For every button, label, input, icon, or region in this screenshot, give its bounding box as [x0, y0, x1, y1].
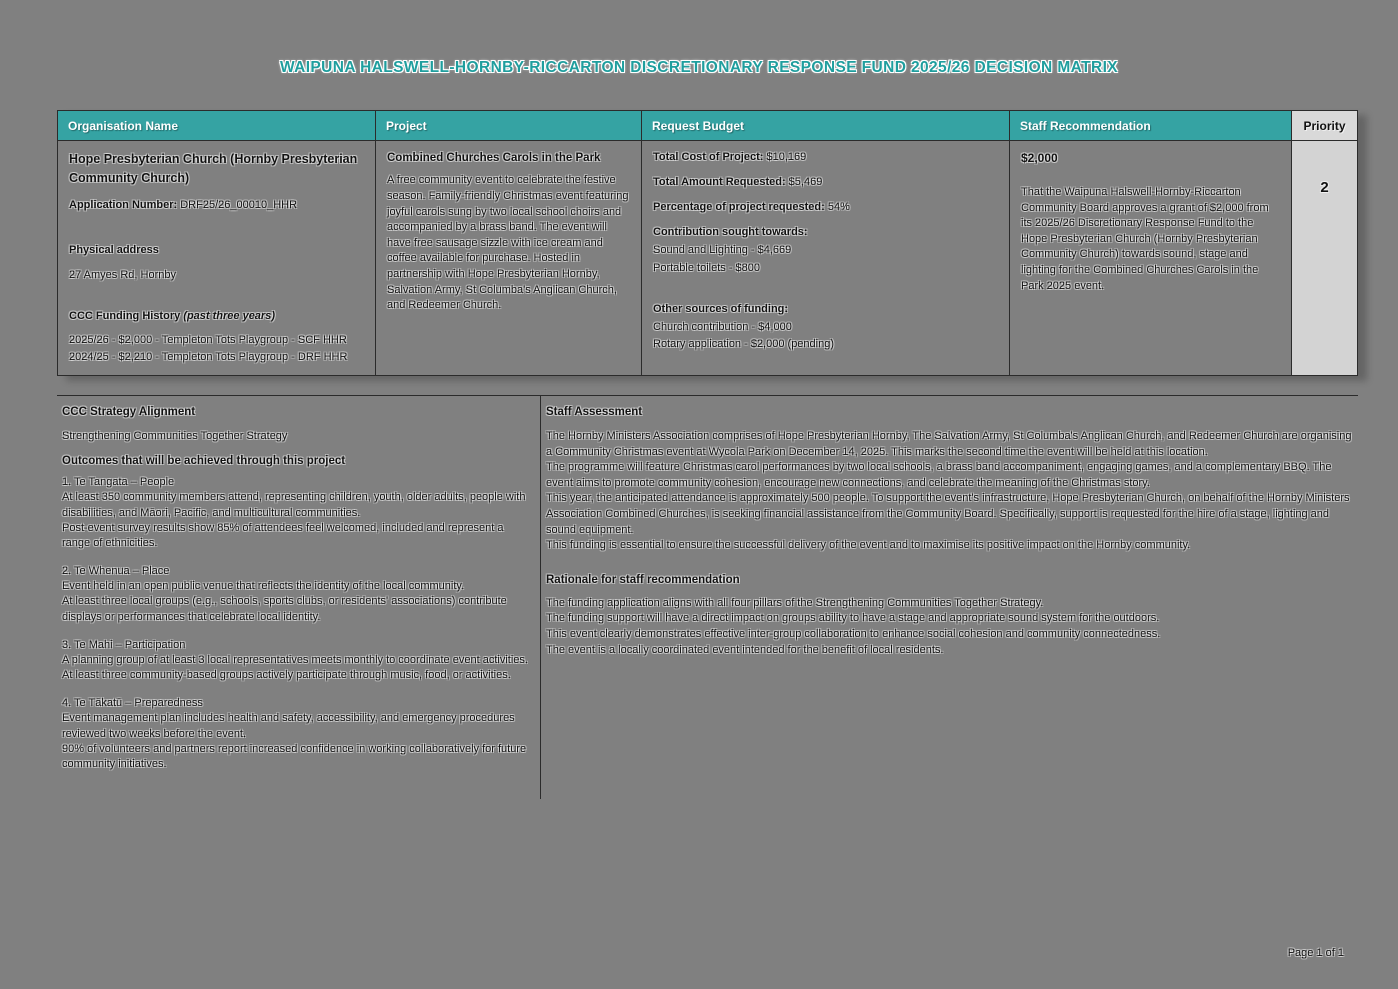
- page-number: Page 1 of 1: [1287, 947, 1344, 959]
- staff-assessment-heading: Staff Assessment: [546, 406, 643, 418]
- outcome-block: 3. Te Mahi – Participation A planning gr…: [62, 638, 528, 684]
- other-source-item: Rotary application - $2,000 (pending): [653, 338, 835, 351]
- application-number-value: DRF25/26_00010_HHR: [180, 198, 298, 211]
- project-cell: Combined Churches Carols in the Park A f…: [376, 141, 642, 376]
- request-budget-cell: Total Cost of Project: $10,169 Total Amo…: [642, 141, 1010, 376]
- recommendation-amount: $2,000: [1021, 151, 1058, 165]
- col-header-project: Project: [376, 111, 642, 141]
- outcome-line: Post-event survey results show 85% of at…: [62, 521, 504, 549]
- assessment-paragraph: The programme will feature Christmas car…: [546, 461, 1332, 489]
- outcome-line: A planning group of at least 3 local rep…: [62, 653, 528, 666]
- decision-matrix-table: Organisation Name Project Request Budget…: [57, 110, 1358, 377]
- col-header-request-budget: Request Budget: [642, 111, 1010, 141]
- recommendation-text: That the Waipuna Halswell-Hornby-Riccart…: [1021, 186, 1269, 292]
- col-header-organisation-name: Organisation Name: [58, 111, 376, 141]
- total-requested-label: Total Amount Requested:: [653, 176, 786, 189]
- total-requested-value: $5,469: [788, 176, 823, 189]
- outcomes-heading: Outcomes that will be achieved through t…: [62, 455, 346, 468]
- organisation-name: Hope Presbyterian Church (Hornby Presbyt…: [69, 152, 358, 185]
- col-header-priority: Priority: [1292, 111, 1357, 141]
- outcome-line: At least three local groups (e.g., schoo…: [62, 595, 507, 623]
- assessment-paragraph: The Hornby Ministers Association compris…: [546, 430, 1352, 458]
- document-title: WAIPUNA HALSWELL-HORNBY-RICCARTON DISCRE…: [279, 59, 1119, 76]
- priority-value: 2: [1320, 179, 1329, 196]
- percentage-value: 54%: [827, 201, 850, 214]
- other-source-item: Church contribution - $4,000: [653, 320, 792, 333]
- outcome-title: 4. Te Tākatū – Preparedness: [62, 697, 203, 710]
- funding-history-entry: 2024/25 - $2,210 - Templeton Tots Playgr…: [69, 350, 348, 363]
- total-cost-line: Total Cost of Project: $10,169: [653, 150, 998, 166]
- staff-recommendation-cell: $2,000 That the Waipuna Halswell-Hornby-…: [1010, 141, 1292, 376]
- outcome-line: At least three community-based groups ac…: [62, 669, 511, 682]
- staff-assessment-panel: Staff Assessment The Hornby Ministers As…: [541, 396, 1358, 799]
- physical-address-label: Physical address: [69, 244, 159, 257]
- assessment-paragraph: This funding is essential to ensure the …: [546, 539, 1191, 552]
- funding-history-entry: 2025/26 - $2,000 - Templeton Tots Playgr…: [69, 333, 347, 346]
- physical-address-value: 27 Amyes Rd, Hornby: [69, 268, 176, 281]
- outcome-line: Event held in an open public venue that …: [62, 580, 465, 593]
- rationale-line: The funding application aligns with all …: [546, 596, 1044, 609]
- contribution-item: Sound and Lighting - $4,669: [653, 243, 792, 256]
- col-header-staff-recommendation: Staff Recommendation: [1010, 111, 1292, 141]
- other-sources-label: Other sources of funding:: [653, 303, 789, 316]
- percentage-label: Percentage of project requested:: [653, 201, 825, 214]
- table-header-row: Organisation Name Project Request Budget…: [58, 111, 1357, 141]
- lower-section: CCC Strategy Alignment Strengthening Com…: [57, 395, 1358, 800]
- outcome-line: 90% of volunteers and partners report in…: [62, 742, 527, 770]
- assessment-paragraph: This year, the anticipated attendance is…: [546, 492, 1350, 536]
- table-row: Hope Presbyterian Church (Hornby Presbyt…: [58, 141, 1357, 376]
- outcome-title: 3. Te Mahi – Participation: [62, 638, 186, 651]
- application-number-line: Application Number: DRF25/26_00010_HHR: [69, 198, 364, 214]
- rationale-line: The event is a locally coordinated event…: [546, 643, 944, 656]
- outcome-title: 1. Te Tangata – People: [62, 476, 175, 489]
- total-requested-line: Total Amount Requested: $5,469: [653, 175, 998, 191]
- spacer: [653, 276, 998, 302]
- rationale-line: The funding support will have a direct i…: [546, 612, 1160, 625]
- percentage-line: Percentage of project requested: 54%: [653, 200, 998, 216]
- rationale-line: This event clearly demonstrates effectiv…: [546, 628, 1161, 641]
- application-number-label: Application Number:: [69, 198, 178, 211]
- contribution-item: Portable toilets - $800: [653, 261, 761, 274]
- funding-history-note: (past three years): [183, 310, 275, 323]
- rationale-heading: Rationale for staff recommendation: [546, 573, 740, 586]
- total-cost-label: Total Cost of Project:: [653, 151, 764, 163]
- outcome-block: 2. Te Whenua – Place Event held in an op…: [62, 564, 528, 625]
- outcome-title: 2. Te Whenua – Place: [62, 565, 170, 578]
- outcome-line: Event management plan includes health an…: [62, 712, 515, 740]
- funding-history-label-text: CCC Funding History: [69, 310, 181, 323]
- strategy-heading: CCC Strategy Alignment: [62, 406, 196, 418]
- total-cost-value: $10,169: [766, 151, 807, 163]
- outcome-block: 1. Te Tangata – People At least 350 comm…: [62, 475, 528, 551]
- strategy-name: Strengthening Communities Together Strat…: [62, 430, 288, 442]
- funding-history-label: CCC Funding History (past three years): [69, 309, 364, 325]
- project-description: A free community event to celebrate the …: [387, 174, 629, 312]
- contribution-label: Contribution sought towards:: [653, 226, 808, 239]
- project-name: Combined Churches Carols in the Park: [387, 152, 601, 164]
- outcome-block: 4. Te Tākatū – Preparedness Event manage…: [62, 696, 528, 772]
- organisation-cell: Hope Presbyterian Church (Hornby Presbyt…: [58, 141, 376, 376]
- strategy-alignment-panel: CCC Strategy Alignment Strengthening Com…: [57, 396, 541, 800]
- outcome-line: At least 350 community members attend, r…: [62, 491, 526, 519]
- priority-cell: 2: [1292, 141, 1357, 376]
